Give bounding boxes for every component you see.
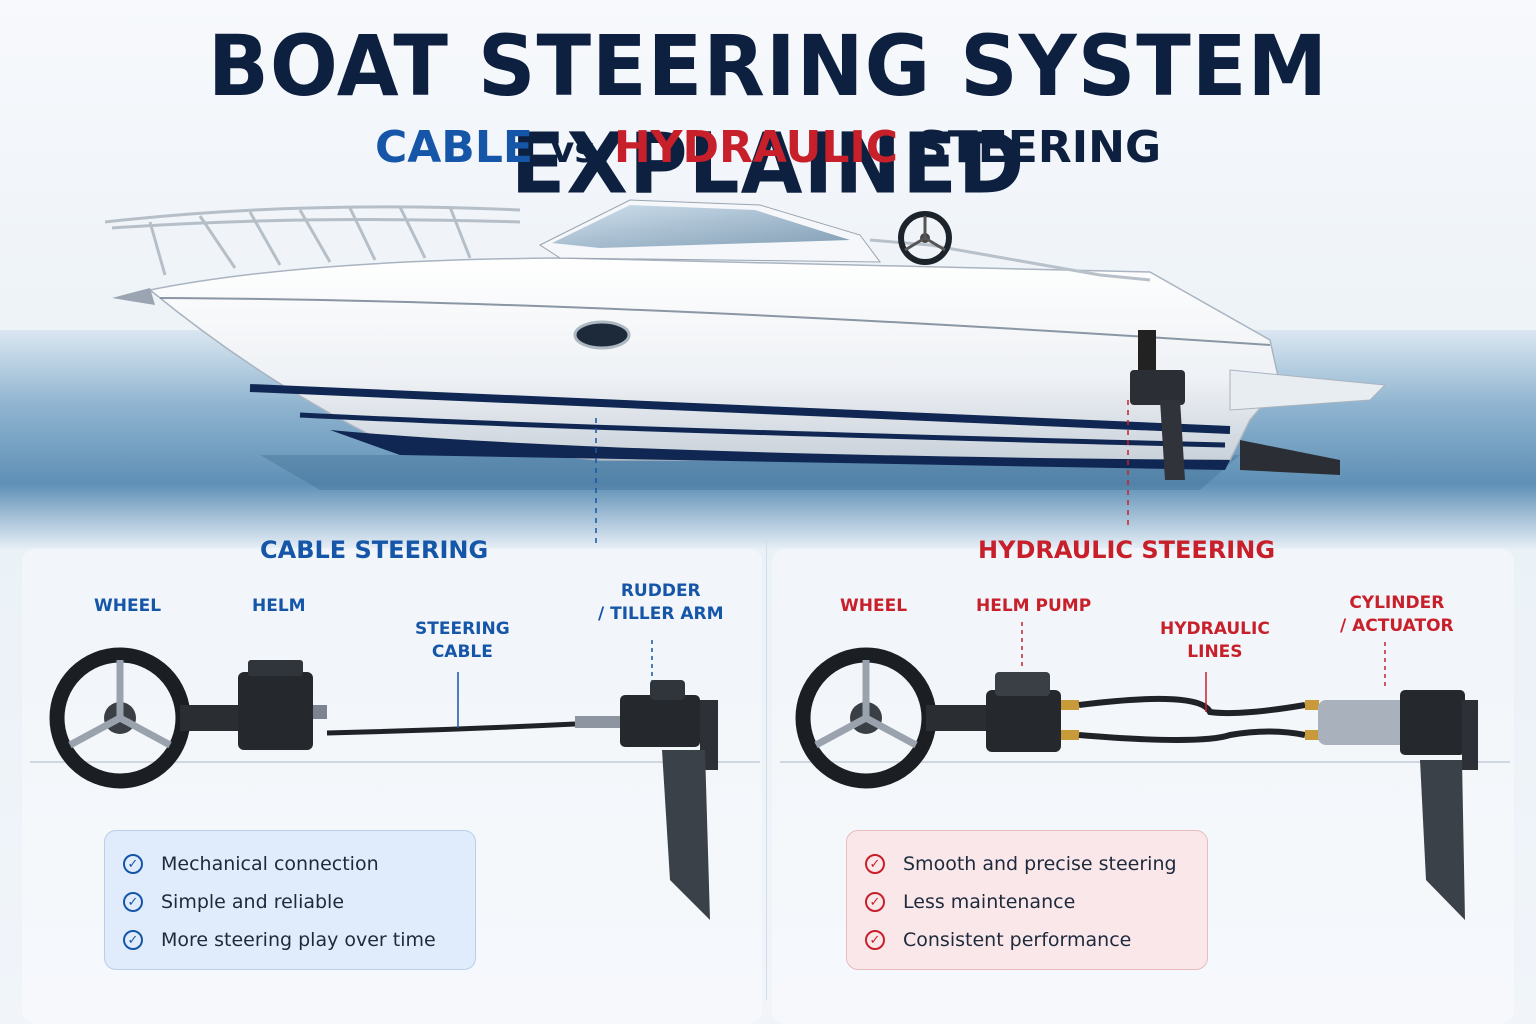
cable-benefit-item: ✓Mechanical connection (123, 845, 457, 883)
hydraulic-benefit-item: ✓Consistent performance (865, 921, 1189, 959)
hydraulic-label-helm-pump: HELM PUMP (976, 596, 1092, 616)
check-circle-icon: ✓ (123, 854, 143, 874)
page-title: BOAT STEERING SYSTEM EXPLAINED (207, 17, 1329, 213)
cable-label-wheel: WHEEL (94, 596, 162, 616)
boat-steering-wheel-icon (898, 211, 952, 265)
cable-label-helm: HELM (252, 596, 306, 616)
check-circle-icon: ✓ (865, 892, 885, 912)
panel-divider (766, 540, 767, 1000)
subtitle-steering: STEERING (916, 122, 1162, 173)
hydraulic-steering-title: HYDRAULIC STEERING (978, 536, 1276, 564)
check-circle-icon: ✓ (123, 892, 143, 912)
cable-benefits-box: ✓Mechanical connection ✓Simple and relia… (104, 830, 476, 970)
cable-steering-title: CABLE STEERING (260, 536, 489, 564)
subtitle-cable: CABLE (374, 122, 533, 173)
bow-railing (104, 205, 521, 276)
check-circle-icon: ✓ (123, 930, 143, 950)
subtitle-hydraulic: HYDRAULIC (613, 122, 899, 173)
cable-label-rudder: RUDDER/ TILLER ARM (598, 581, 724, 624)
check-circle-icon: ✓ (865, 930, 885, 950)
hydraulic-label-cylinder: CYLINDER/ ACTUATOR (1340, 593, 1454, 636)
page-subtitle: CABLE vs HYDRAULIC STEERING (0, 122, 1536, 173)
cable-benefit-item: ✓Simple and reliable (123, 883, 457, 921)
hydraulic-label-wheel: WHEEL (840, 596, 908, 616)
boat-hull (112, 257, 1387, 470)
hydraulic-benefit-item: ✓Smooth and precise steering (865, 845, 1189, 883)
cable-benefit-item: ✓More steering play over time (123, 921, 457, 959)
boat-illustration (0, 199, 1536, 550)
hydraulic-benefits-box: ✓Smooth and precise steering ✓Less maint… (846, 830, 1208, 970)
hydraulic-benefit-item: ✓Less maintenance (865, 883, 1189, 921)
boat-stern-steering-unit (1130, 330, 1340, 480)
boat-cabin (538, 199, 1151, 282)
check-circle-icon: ✓ (865, 854, 885, 874)
subtitle-vs: vs (550, 130, 596, 171)
